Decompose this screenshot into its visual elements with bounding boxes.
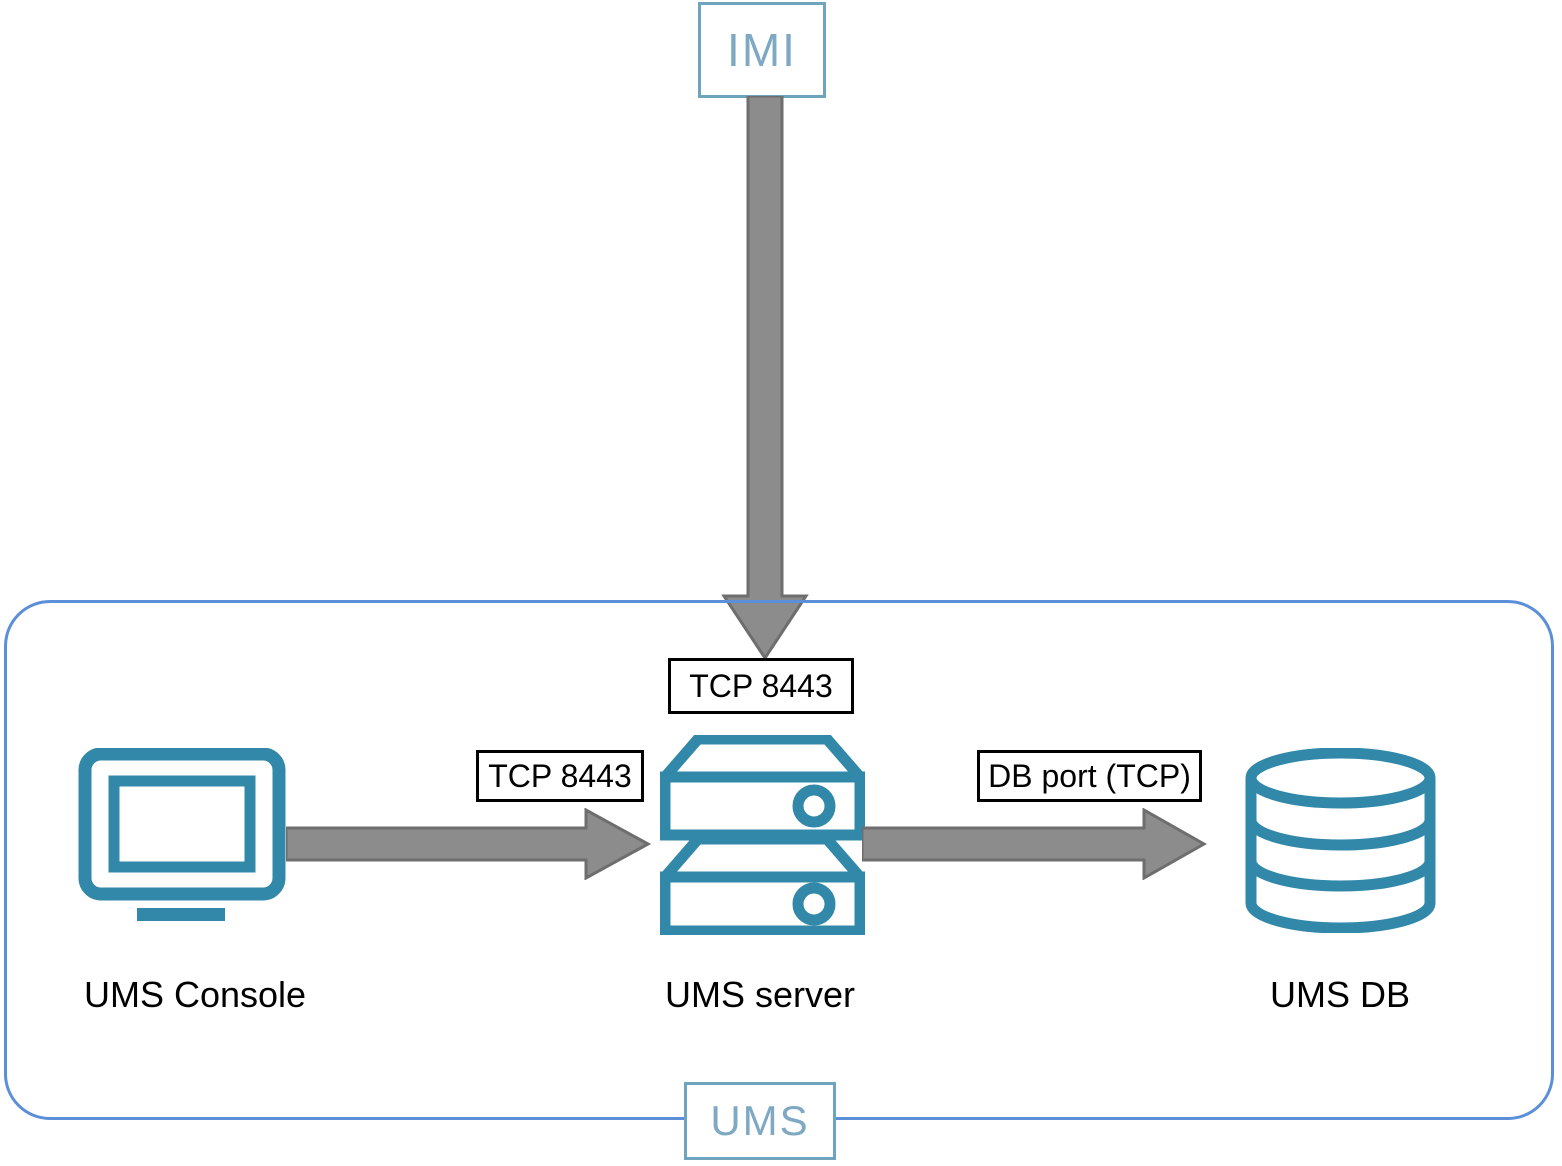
imi-tag-box: IMI [698,2,826,98]
database-icon [1243,747,1438,934]
port-label-server-to-db: DB port (TCP) [977,750,1202,802]
node-caption-ums-server: UMS server [664,974,856,1015]
node-caption-ums-db: UMS DB [1269,974,1410,1015]
port-label-imi-to-server: TCP 8443 [668,658,854,714]
arrow-server-to-db [860,807,1208,881]
right-arrow-icon [284,807,652,881]
monitor-glyph [78,747,286,921]
server-glyph [652,733,873,937]
server-icon [652,733,873,937]
port-label-console-to-server: TCP 8443 [476,750,644,802]
down-arrow-icon [721,94,809,661]
database-glyph [1245,747,1436,934]
arrow-console-to-server [284,807,652,881]
arrow-imi-to-server [720,94,810,664]
monitor-icon [78,747,293,928]
node-caption-ums-console: UMS Console [83,974,307,1015]
right-arrow-icon [860,807,1208,881]
ums-tag-box: UMS [684,1082,836,1160]
